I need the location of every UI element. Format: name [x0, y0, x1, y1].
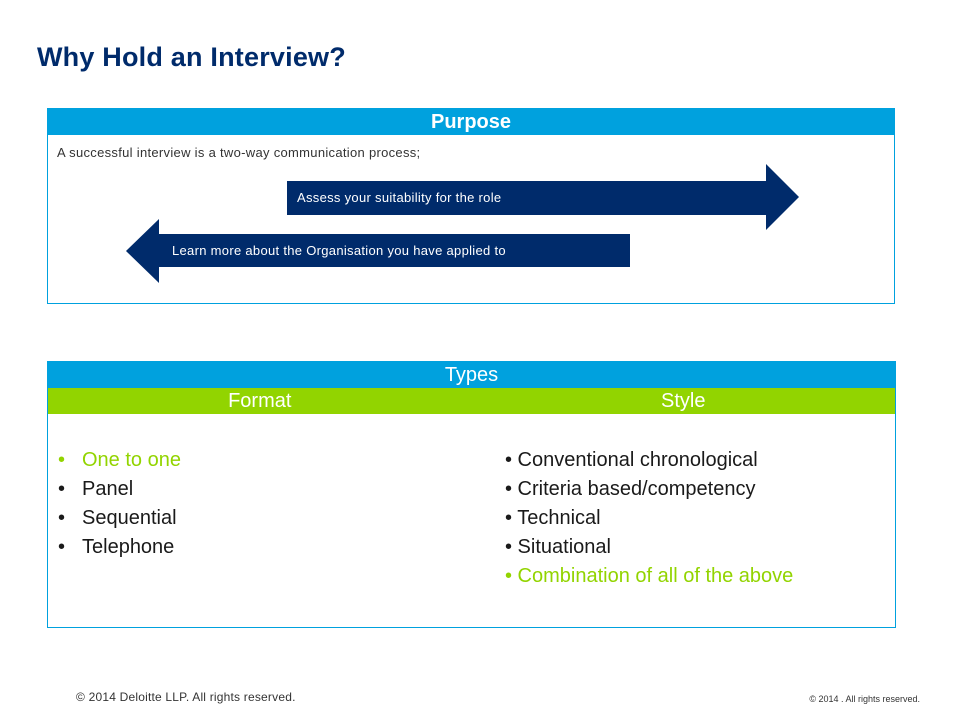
types-panel: Types Format Style • One to one • Panel • S…	[47, 361, 896, 628]
bullet: •	[58, 449, 66, 471]
format-item: • Sequential	[58, 504, 181, 533]
bullet: •	[58, 478, 66, 500]
style-column-label: Style	[661, 390, 706, 412]
purpose-header: Purpose	[48, 109, 894, 135]
format-item-text: Sequential	[82, 507, 177, 529]
style-list: • Conventional chronological • Criteria …	[505, 446, 793, 591]
style-item: • Situational	[505, 536, 611, 558]
types-columns-band: Format Style	[48, 388, 895, 414]
arrow-right-head	[766, 164, 799, 230]
arrow-right-shape: Assess your suitability for the role	[287, 164, 799, 230]
purpose-panel: Purpose A successful interview is a two-…	[47, 108, 895, 304]
format-item: • Panel	[58, 475, 181, 504]
bullet: •	[58, 507, 66, 529]
style-item: • Criteria based/competency	[505, 478, 756, 500]
footer-copyright-left: © 2014 Deloitte LLP. All rights reserved…	[76, 690, 296, 704]
format-item: • One to one	[58, 446, 181, 475]
page-title: Why Hold an Interview?	[37, 42, 346, 72]
format-item-text: Panel	[82, 478, 134, 500]
format-list: • One to one • Panel • Sequential • Telephon…	[58, 446, 181, 562]
arrow-left-head	[126, 219, 159, 283]
purpose-intro-text: A successful interview is a two-way comm…	[57, 145, 421, 160]
format-item-text: Telephone	[82, 536, 175, 558]
format-item-text: One to one	[82, 449, 181, 471]
style-item: • Conventional chronological	[505, 449, 758, 471]
footer-copyright-right: © 2014 . All rights reserved.	[809, 694, 920, 704]
arrow-left-shape: Learn more about the Organisation you ha…	[126, 219, 630, 285]
arrow-left-label: Learn more about the Organisation you ha…	[159, 234, 630, 267]
types-header: Types	[48, 362, 895, 388]
style-item: • Combination of all of the above	[505, 565, 794, 587]
format-item: • Telephone	[58, 533, 181, 562]
arrow-right-label: Assess your suitability for the role	[287, 181, 766, 215]
bullet: •	[58, 536, 66, 558]
format-column-label: Format	[228, 390, 292, 412]
style-item: • Technical	[505, 507, 601, 529]
